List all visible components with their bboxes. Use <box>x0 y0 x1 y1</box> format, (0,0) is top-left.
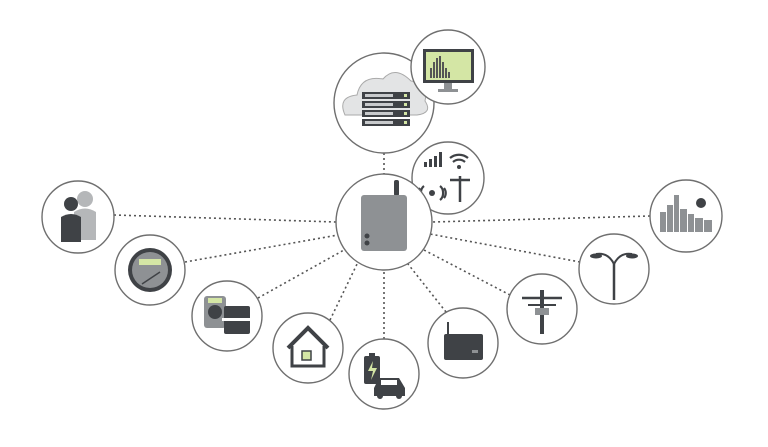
node-cloud <box>333 52 435 154</box>
gateway-device-icon <box>361 180 407 251</box>
node-router <box>427 307 499 379</box>
electric-vehicle-battery-icon <box>364 353 405 399</box>
link-house <box>329 261 359 321</box>
monitor-chart-icon <box>423 49 474 92</box>
link-router <box>407 263 447 313</box>
house-icon <box>286 325 330 368</box>
node-users <box>41 180 115 254</box>
node-signals <box>411 141 485 215</box>
electric-meter-icon <box>128 248 172 292</box>
gas-meter-icon <box>204 296 252 334</box>
node-street-light <box>578 233 650 305</box>
people-icon <box>61 191 96 242</box>
node-monitor <box>410 29 486 105</box>
cloud-server-icon <box>342 72 429 126</box>
node-meter <box>114 234 186 306</box>
utility-pole-icon <box>522 290 562 334</box>
router-icon <box>444 322 483 360</box>
link-pole <box>423 249 511 296</box>
link-city <box>431 215 651 223</box>
street-light-icon <box>590 252 638 300</box>
node-city <box>649 179 723 253</box>
node-ev <box>348 338 420 410</box>
connector-lines <box>113 153 651 339</box>
node-house <box>272 312 344 384</box>
node-utility-pole <box>506 273 578 345</box>
link-meter <box>184 234 339 263</box>
link-streetlight <box>429 233 581 263</box>
link-users <box>113 214 337 223</box>
wireless-signals-icon <box>417 152 470 202</box>
node-gas-meter <box>191 280 263 352</box>
city-skyline-icon <box>660 195 712 232</box>
node-gateway-hub <box>335 173 433 271</box>
link-gas <box>257 249 345 299</box>
